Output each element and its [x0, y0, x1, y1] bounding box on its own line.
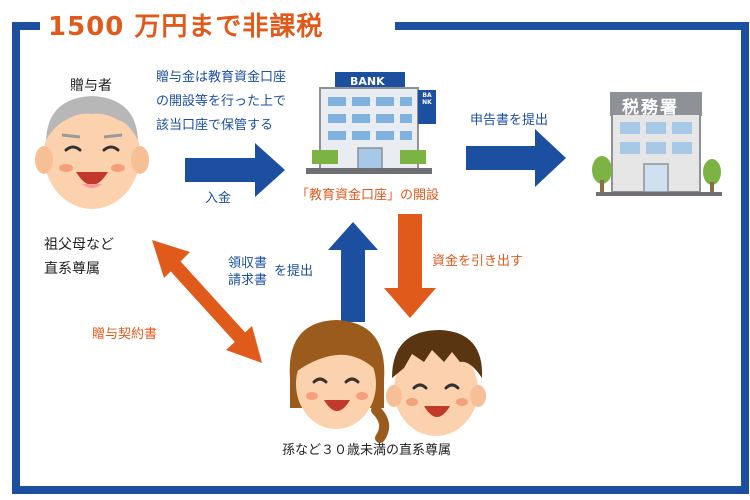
submit-report-arrow — [466, 129, 566, 187]
receipts-up-arrow — [328, 222, 378, 322]
bank-caption: 「教育資金口座」の開設 — [296, 188, 440, 203]
withdraw-label: 資金を引き出す — [432, 254, 524, 269]
receipts-suffix: を提出 — [274, 264, 314, 279]
boy-icon — [386, 330, 486, 436]
receipts-line2: 請求書 — [228, 273, 268, 288]
deposit-label: 入金 — [205, 191, 232, 206]
contract-double-arrow — [152, 240, 262, 363]
tax-office-sign: 税務署 — [622, 98, 679, 118]
receipts-line1: 領収書 — [228, 256, 268, 271]
note-line1: 贈与金は教育資金口座 — [156, 70, 287, 85]
bank-building-icon — [306, 72, 436, 174]
tax-office-icon — [592, 92, 722, 196]
page-title: 1500 万円まで非課税 — [48, 12, 324, 42]
submit-report-label: 申告書を提出 — [470, 113, 549, 128]
title-background — [40, 8, 395, 46]
donor-desc-line2: 直系尊属 — [44, 261, 100, 277]
girl-icon — [289, 320, 390, 443]
deposit-arrow — [185, 143, 285, 197]
donor-heading: 贈与者 — [70, 78, 112, 94]
note-line3: 該当口座で保管する — [156, 118, 274, 133]
withdraw-down-arrow — [384, 214, 436, 318]
note-line2: の開設等を行った上で — [156, 94, 287, 109]
grandfather-icon — [35, 96, 149, 209]
donor-desc-line1: 祖父母など — [44, 237, 114, 253]
contract-label: 贈与契約書 — [92, 327, 158, 342]
recipients-caption: 孫など３０歳未満の直系尊属 — [282, 443, 452, 458]
bank-vertical-sign: BANK — [422, 92, 432, 106]
bank-sign: BANK — [350, 75, 385, 88]
